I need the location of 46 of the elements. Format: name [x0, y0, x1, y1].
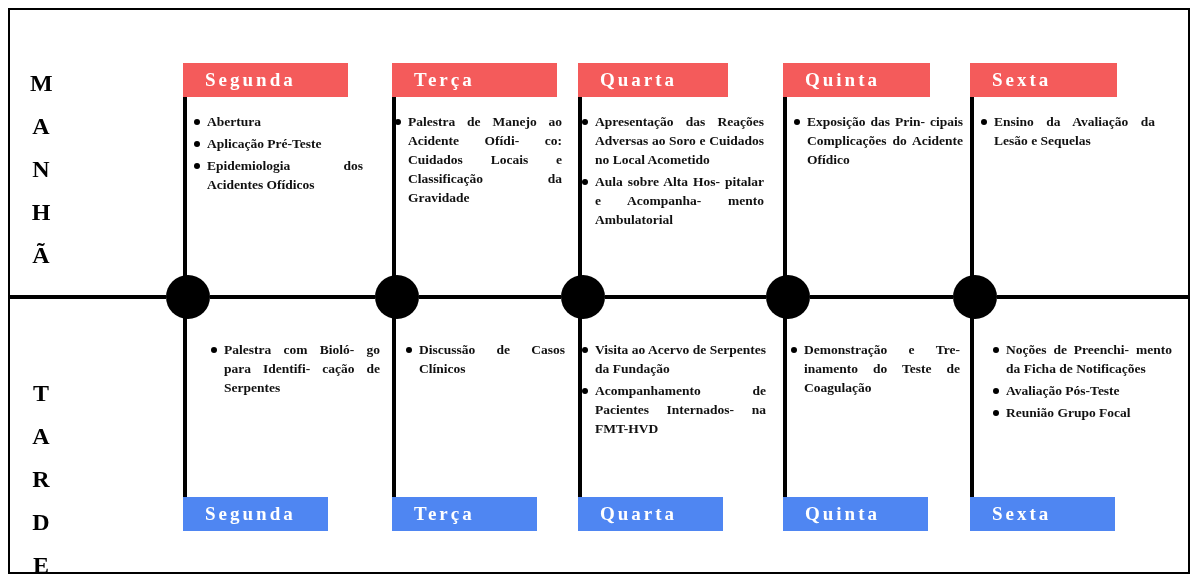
activity-item: Avaliação Pós-Teste: [992, 381, 1172, 400]
day-header: Sexta: [970, 63, 1117, 97]
activity-item: Acompanhamento de Pacientes Internados- na FMT-HVD: [581, 381, 766, 438]
day-header: Segunda: [183, 63, 348, 97]
timeline-line: [970, 318, 974, 497]
timeline-dot: [953, 275, 997, 319]
day-header: Quinta: [783, 497, 928, 531]
timeline-line: [578, 97, 582, 276]
timeline-dot: [561, 275, 605, 319]
activity-item: Ensino da Avaliação da Lesão e Sequelas: [980, 112, 1155, 150]
day-header: Segunda: [183, 497, 328, 531]
timeline-line: [183, 97, 187, 276]
timeline-line: [970, 97, 974, 276]
day-header: Quarta: [578, 63, 728, 97]
activity-item: Reunião Grupo Focal: [992, 403, 1172, 422]
timeline-line: [578, 318, 582, 497]
day-header: Quinta: [783, 63, 930, 97]
timeline-line: [783, 318, 787, 497]
timeline-dot: [166, 275, 210, 319]
timeline-line: [392, 97, 396, 276]
activity-item: Noções de Preenchi- mento da Ficha de Notificações: [992, 340, 1172, 378]
timeline-line: [605, 295, 766, 299]
timeline-line: [419, 295, 561, 299]
timeline-line: [392, 318, 396, 497]
vertical-period-label: MANHÃ: [30, 69, 52, 270]
timeline-line: [183, 318, 187, 497]
activity-item: Aula sobre Alta Hos- pitalar e Acompanha- mento Ambulatorial: [581, 172, 764, 229]
day-header: Quarta: [578, 497, 723, 531]
day-header: Terça: [392, 63, 557, 97]
activity-item: Palestra de Manejo ao Acidente Ofídi- co: Cuidados Locais e Classificação da Gravidade: [394, 112, 562, 207]
activity-item: Visita ao Acervo de Serpentes da Fundação: [581, 340, 766, 378]
activity-item: Aplicação Pré-Teste: [193, 134, 363, 153]
activity-item: Exposição das Prin- cipais Complicações do Acidente Ofídico: [793, 112, 963, 169]
timeline-line: [210, 295, 375, 299]
timeline-line: [810, 295, 953, 299]
activity-item: Palestra com Bioló- go para Identifi- cação de Serpentes: [210, 340, 380, 397]
day-header: Sexta: [970, 497, 1115, 531]
activity-item: Discussão de Casos Clínicos: [405, 340, 565, 378]
timeline-dot: [766, 275, 810, 319]
activity-item: Abertura: [193, 112, 363, 131]
timeline-line: [783, 97, 787, 276]
activity-item: Demonstração e Tre- inamento do Teste de Coagulação: [790, 340, 960, 397]
activity-item: Epidemiologia dos Acidentes Ofídicos: [193, 156, 363, 194]
timeline-dot: [375, 275, 419, 319]
activity-item: Apresentação das Reações Adversas ao Soro e Cuidados no Local Acometido: [581, 112, 764, 169]
day-header: Terça: [392, 497, 537, 531]
